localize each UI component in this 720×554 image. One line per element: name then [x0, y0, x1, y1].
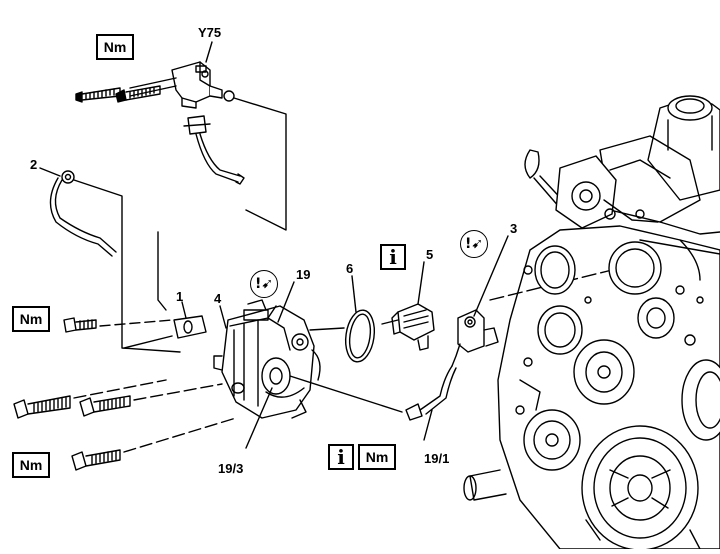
bolt-left-small	[63, 317, 173, 333]
bolt-long-3	[71, 417, 237, 471]
callout-6: 6	[346, 261, 354, 276]
callout-y75: Y75	[198, 25, 222, 40]
clip-top	[183, 115, 245, 185]
callout-4: 4	[214, 291, 222, 306]
valve-y75	[129, 61, 235, 109]
pump-body	[213, 299, 321, 419]
callout-1: 1	[176, 289, 184, 304]
nm-box-icon: Nm	[358, 444, 396, 470]
nm-box-icon: Nm	[96, 34, 134, 60]
nm-box-icon: Nm	[12, 452, 50, 478]
callout-19-1: 19/1	[424, 451, 450, 466]
engine-block	[463, 95, 720, 551]
note-symbol-icon: !➹	[460, 230, 488, 258]
callout-3: 3	[510, 221, 518, 236]
part-1	[123, 301, 207, 349]
callout-19-3: 19/3	[218, 461, 244, 476]
bolt-top-2	[115, 85, 161, 103]
bolt-long-2	[79, 383, 223, 417]
callout-2: 2	[30, 157, 38, 172]
cable-2	[39, 167, 181, 353]
o-ring-6	[344, 275, 376, 363]
sensor-3	[405, 235, 509, 421]
nm-box-icon: Nm	[12, 306, 50, 332]
info-icon: i	[328, 444, 354, 470]
note-symbol-icon: !➹	[250, 270, 278, 298]
info-icon: i	[380, 244, 406, 270]
bolt-top-1	[75, 87, 121, 103]
bolt-long-1	[13, 379, 167, 419]
connector-5	[391, 261, 435, 351]
callout-19: 19	[296, 267, 311, 282]
callout-5: 5	[426, 247, 434, 262]
